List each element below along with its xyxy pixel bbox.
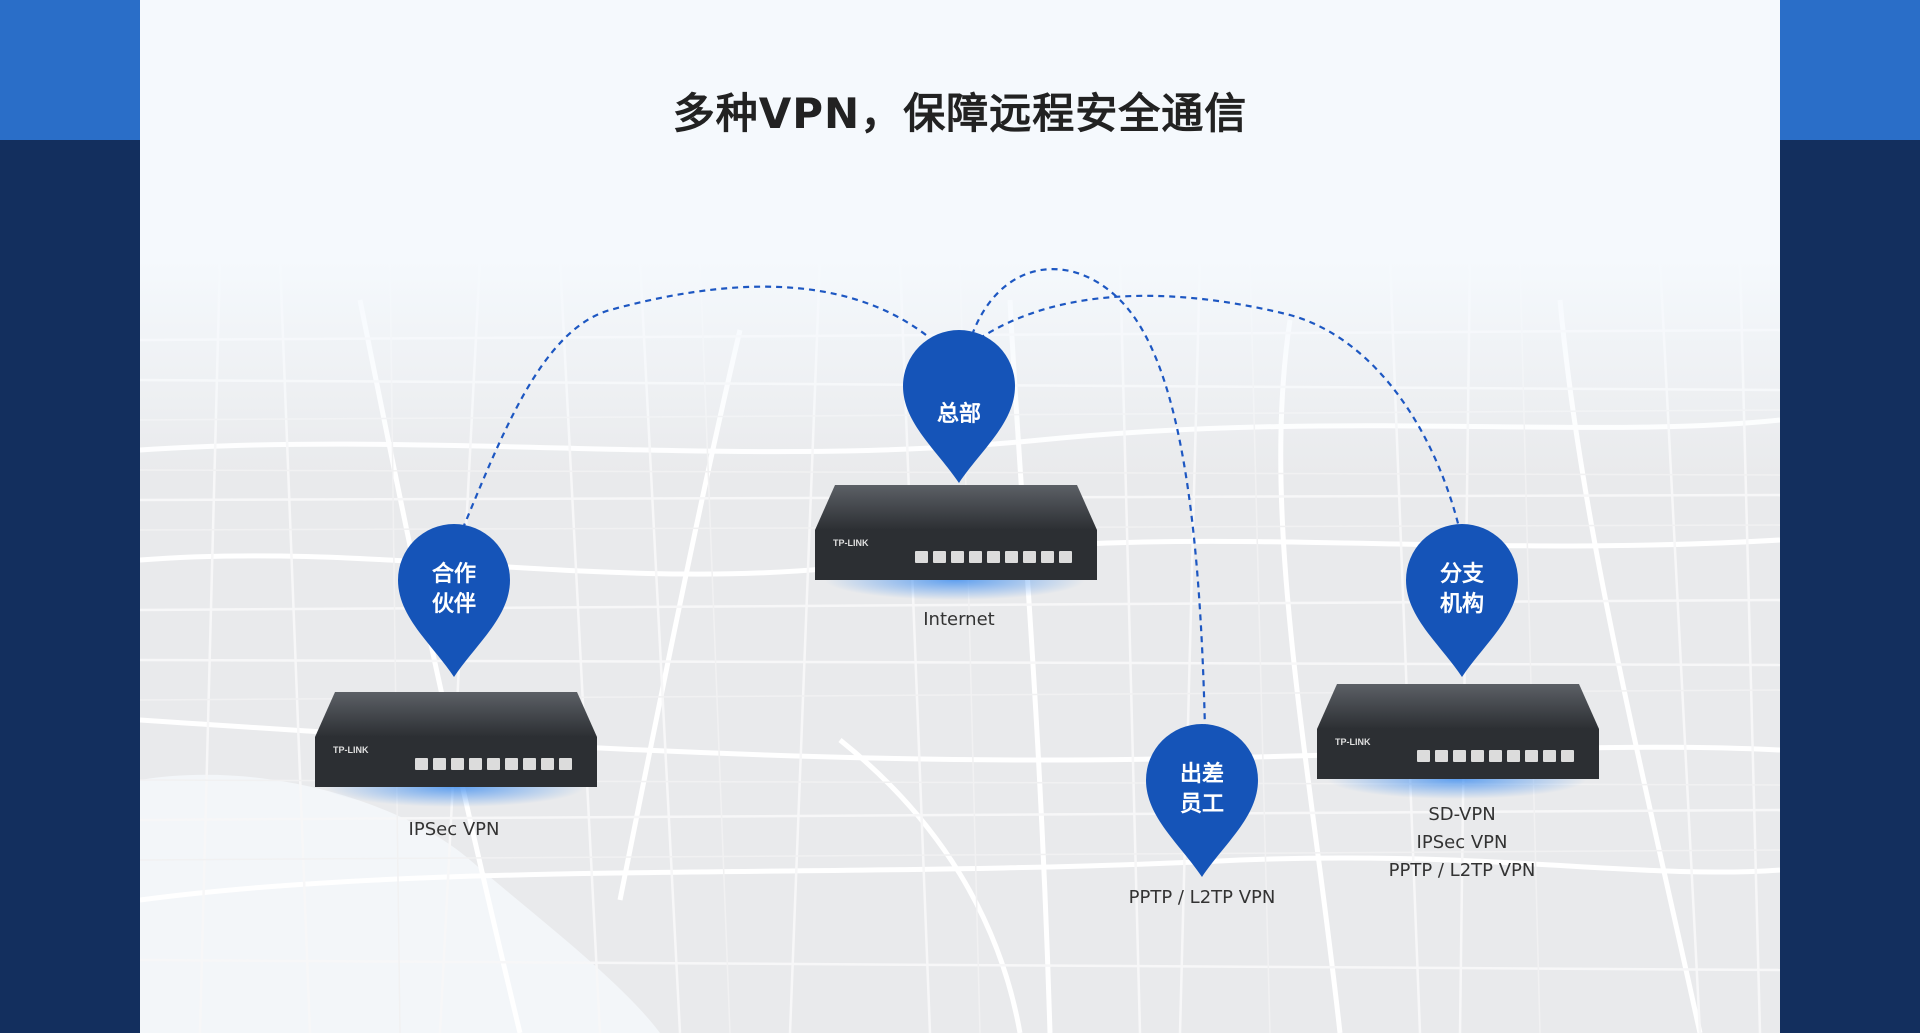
router-partner: TP-LINK	[315, 692, 597, 807]
location-pin-icon	[1406, 524, 1518, 677]
branch-label-line2: 机构	[1439, 592, 1484, 617]
partner-label-line1: 合作	[431, 562, 476, 587]
svg-text:TP-LINK: TP-LINK	[833, 538, 869, 548]
ethernet-port	[451, 758, 464, 770]
ethernet-port	[487, 758, 500, 770]
ethernet-port	[1059, 551, 1072, 563]
location-pin-icon	[1146, 724, 1258, 877]
ethernet-port	[469, 758, 482, 770]
ethernet-port	[505, 758, 518, 770]
ethernet-port	[523, 758, 536, 770]
ethernet-port	[1453, 750, 1466, 762]
svg-text:TP-LINK: TP-LINK	[1335, 737, 1371, 747]
ethernet-port	[433, 758, 446, 770]
ethernet-port	[1435, 750, 1448, 762]
location-pin-icon	[398, 524, 510, 677]
ethernet-port	[933, 551, 946, 563]
pin-label-hq: 总部	[904, 400, 1014, 430]
pin-label-traveler: 出差 员工	[1147, 760, 1257, 820]
pin-label-partner: 合作 伙伴	[399, 560, 509, 620]
diagram-scene: TP-LINK TP-LINK TP-LINK	[140, 259, 1780, 1033]
accent-band-right	[1780, 0, 1920, 140]
ethernet-port	[969, 551, 982, 563]
ethernet-port	[559, 758, 572, 770]
vpn-links	[456, 268, 1464, 731]
accent-band-left	[0, 0, 140, 140]
caption-hq: Internet	[923, 609, 995, 630]
ethernet-port	[1471, 750, 1484, 762]
caption-traveler: PPTP / L2TP VPN	[1128, 887, 1276, 908]
ethernet-port	[1507, 750, 1520, 762]
branch-caption-line2: IPSec VPN	[1416, 832, 1508, 853]
ethernet-port	[1543, 750, 1556, 762]
location-pin-icon	[903, 330, 1015, 483]
ethernet-port	[541, 758, 554, 770]
ethernet-port	[1489, 750, 1502, 762]
branch-label-line1: 分支	[1439, 562, 1484, 587]
partner-label-line2: 伙伴	[431, 592, 476, 617]
page-title: 多种VPN，保障远程安全通信	[672, 89, 1248, 138]
branch-caption-line3: PPTP / L2TP VPN	[1388, 860, 1536, 881]
branch-caption-line1: SD-VPN	[1428, 804, 1496, 825]
ethernet-port	[1023, 551, 1036, 563]
traveler-label-line2: 员工	[1179, 792, 1224, 817]
link-hq-partner	[456, 285, 927, 541]
ethernet-port	[1561, 750, 1574, 762]
ethernet-port	[415, 758, 428, 770]
router-branch: TP-LINK	[1317, 684, 1599, 799]
pin-label-branch: 分支 机构	[1407, 560, 1517, 620]
traveler-label-line1: 出差	[1179, 762, 1224, 787]
hq-label: 总部	[936, 402, 981, 427]
ethernet-port	[1525, 750, 1538, 762]
router-hq: TP-LINK	[815, 485, 1097, 600]
ethernet-port	[987, 551, 1000, 563]
ethernet-port	[915, 551, 928, 563]
svg-text:TP-LINK: TP-LINK	[333, 745, 369, 755]
ethernet-port	[951, 551, 964, 563]
caption-branch: SD-VPN IPSec VPN PPTP / L2TP VPN	[1332, 801, 1592, 885]
ethernet-port	[1417, 750, 1430, 762]
link-hq-traveler	[970, 268, 1207, 731]
link-hq-branch	[969, 294, 1464, 541]
diagram-panel: TP-LINK TP-LINK TP-LINK 多种VPN，保障远程安全通信	[140, 0, 1780, 1033]
ethernet-port	[1005, 551, 1018, 563]
caption-partner: IPSec VPN	[408, 819, 500, 840]
ethernet-port	[1041, 551, 1054, 563]
